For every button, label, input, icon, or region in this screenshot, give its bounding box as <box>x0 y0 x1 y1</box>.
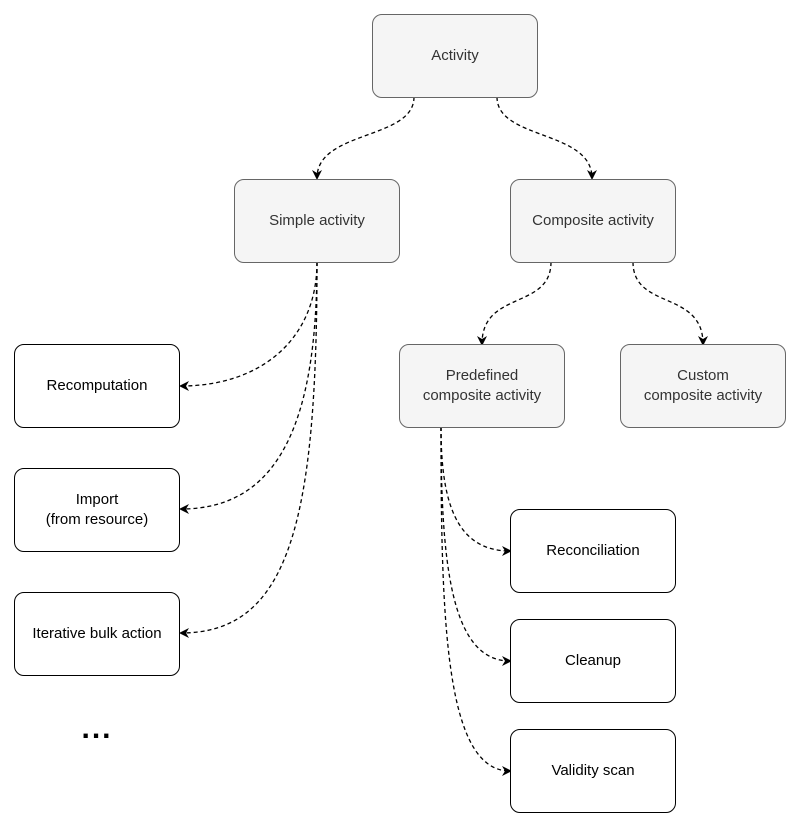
node-recomputation[interactable]: Recomputation <box>14 344 180 428</box>
edge-simple-to-recomputation <box>179 261 318 391</box>
edge-composite-to-predefined <box>477 261 552 346</box>
node-composite-activity[interactable]: Composite activity <box>510 179 676 263</box>
node-simple-activity[interactable]: Simple activity <box>234 179 400 263</box>
edge-predefined-to-validity-scan <box>440 426 512 776</box>
edge-composite-to-custom <box>632 261 708 346</box>
node-reconciliation[interactable]: Reconciliation <box>510 509 676 593</box>
node-cleanup[interactable]: Cleanup <box>510 619 676 703</box>
node-activity[interactable]: Activity <box>372 14 538 98</box>
node-import[interactable]: Import (from resource) <box>14 468 180 552</box>
more-ellipsis: ... <box>81 712 113 745</box>
node-iterative-bulk-action[interactable]: Iterative bulk action <box>14 592 180 676</box>
node-predefined-composite-activity[interactable]: Predefined composite activity <box>399 344 565 428</box>
edge-predefined-to-reconciliation <box>440 426 512 556</box>
edge-simple-to-import <box>179 261 318 514</box>
edge-predefined-to-cleanup <box>440 426 512 666</box>
edge-activity-to-simple-activity <box>312 96 415 180</box>
node-custom-composite-activity[interactable]: Custom composite activity <box>620 344 786 428</box>
edge-simple-to-iterative-bulk-action <box>179 261 318 638</box>
node-validity-scan[interactable]: Validity scan <box>510 729 676 813</box>
edge-activity-to-composite-activity <box>496 96 597 180</box>
